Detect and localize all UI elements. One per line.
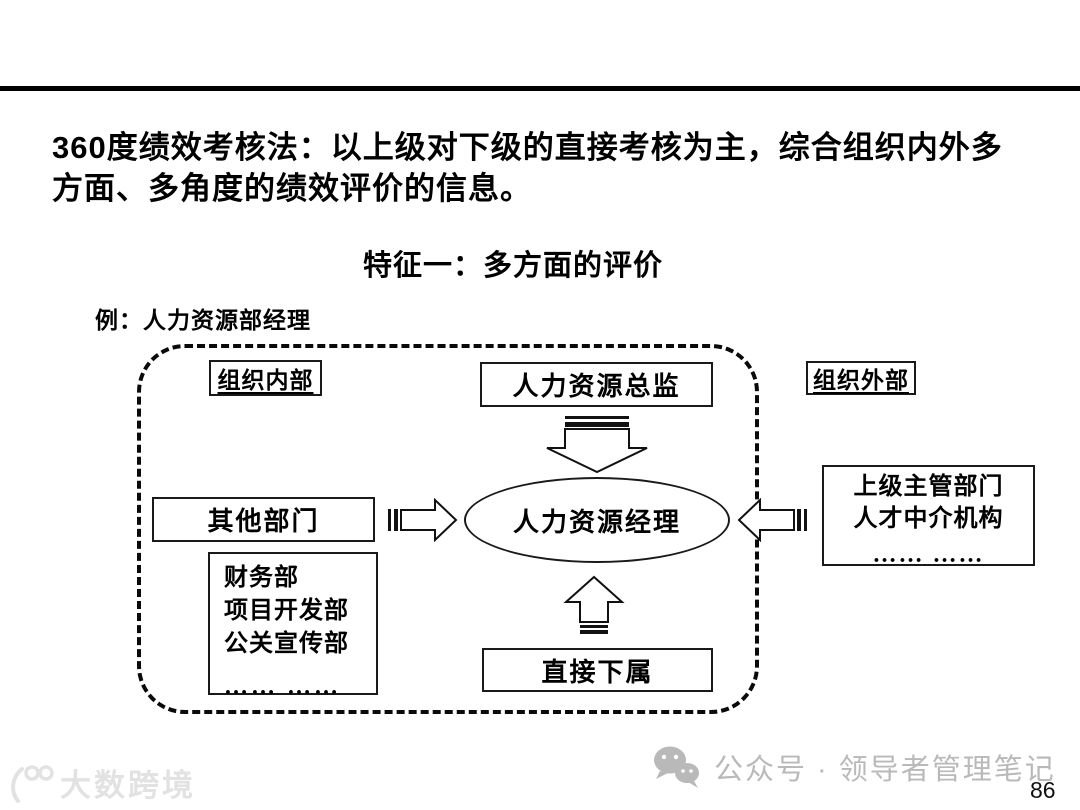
striped-arrow-down-icon — [546, 416, 648, 474]
box-direct-subordinates: 直接下属 — [482, 648, 713, 692]
dept-line-project-dev: 项目开发部 — [224, 598, 349, 624]
external-line-superior-dept: 上级主管部门 — [853, 474, 1004, 500]
page-title: 360度绩效考核法：以上级对下级的直接考核为主，综合组织内外多 方面、多角度的绩… — [52, 127, 1017, 209]
page-number: 86 — [1030, 777, 1056, 803]
outside-organization-label: 组织外部 — [813, 368, 909, 393]
watermark-brand: 大数跨境 — [8, 760, 196, 805]
watermark-logo-icon — [11, 764, 54, 803]
dept-line-finance: 财务部 — [224, 565, 299, 591]
title-line1: 度绩效考核法：以上级对下级的直接考核为主，综合组织内外多 — [106, 130, 1003, 165]
dept-line-pr: 公关宣传部 — [224, 631, 349, 657]
label-box-inside-organization: 组织内部 — [209, 360, 322, 396]
label-box-outside-organization: 组织外部 — [806, 361, 916, 395]
ellipse-hr-manager: 人力资源经理 — [464, 477, 730, 563]
external-line-hr-agency: 人才中介机构 — [853, 506, 1004, 532]
watermark-text: 大数跨境 — [60, 768, 196, 803]
title-number-360: 360 — [52, 130, 107, 165]
feature-subtitle: 特征一：多方面的评价 — [363, 250, 664, 282]
striped-arrow-right-icon — [388, 498, 458, 542]
example-label: 例：人力资源部经理 — [95, 308, 311, 333]
striped-arrow-up-icon — [563, 575, 625, 634]
title-line2: 方面、多角度的绩效评价的信息。 — [52, 171, 532, 206]
external-line-ellipsis: …… …… — [872, 542, 985, 568]
box-hr-director: 人力资源总监 — [480, 362, 713, 407]
inside-organization-label: 组织内部 — [217, 368, 314, 393]
dept-line-ellipsis: …… …… — [224, 674, 341, 700]
wechat-account-row: 公众号 · 领导者管理笔记 — [652, 744, 1056, 790]
header-divider-rule — [0, 86, 1080, 91]
striped-arrow-left-icon — [737, 498, 807, 542]
box-external-parties: 上级主管部门 人才中介机构 …… …… — [822, 465, 1035, 568]
box-department-list: 财务部 项目开发部 公关宣传部 …… …… — [208, 552, 378, 700]
box-other-departments: 其他部门 — [152, 497, 375, 542]
wechat-icon — [654, 746, 699, 788]
wechat-account-label: 公众号 · 领导者管理笔记 — [714, 754, 1056, 786]
